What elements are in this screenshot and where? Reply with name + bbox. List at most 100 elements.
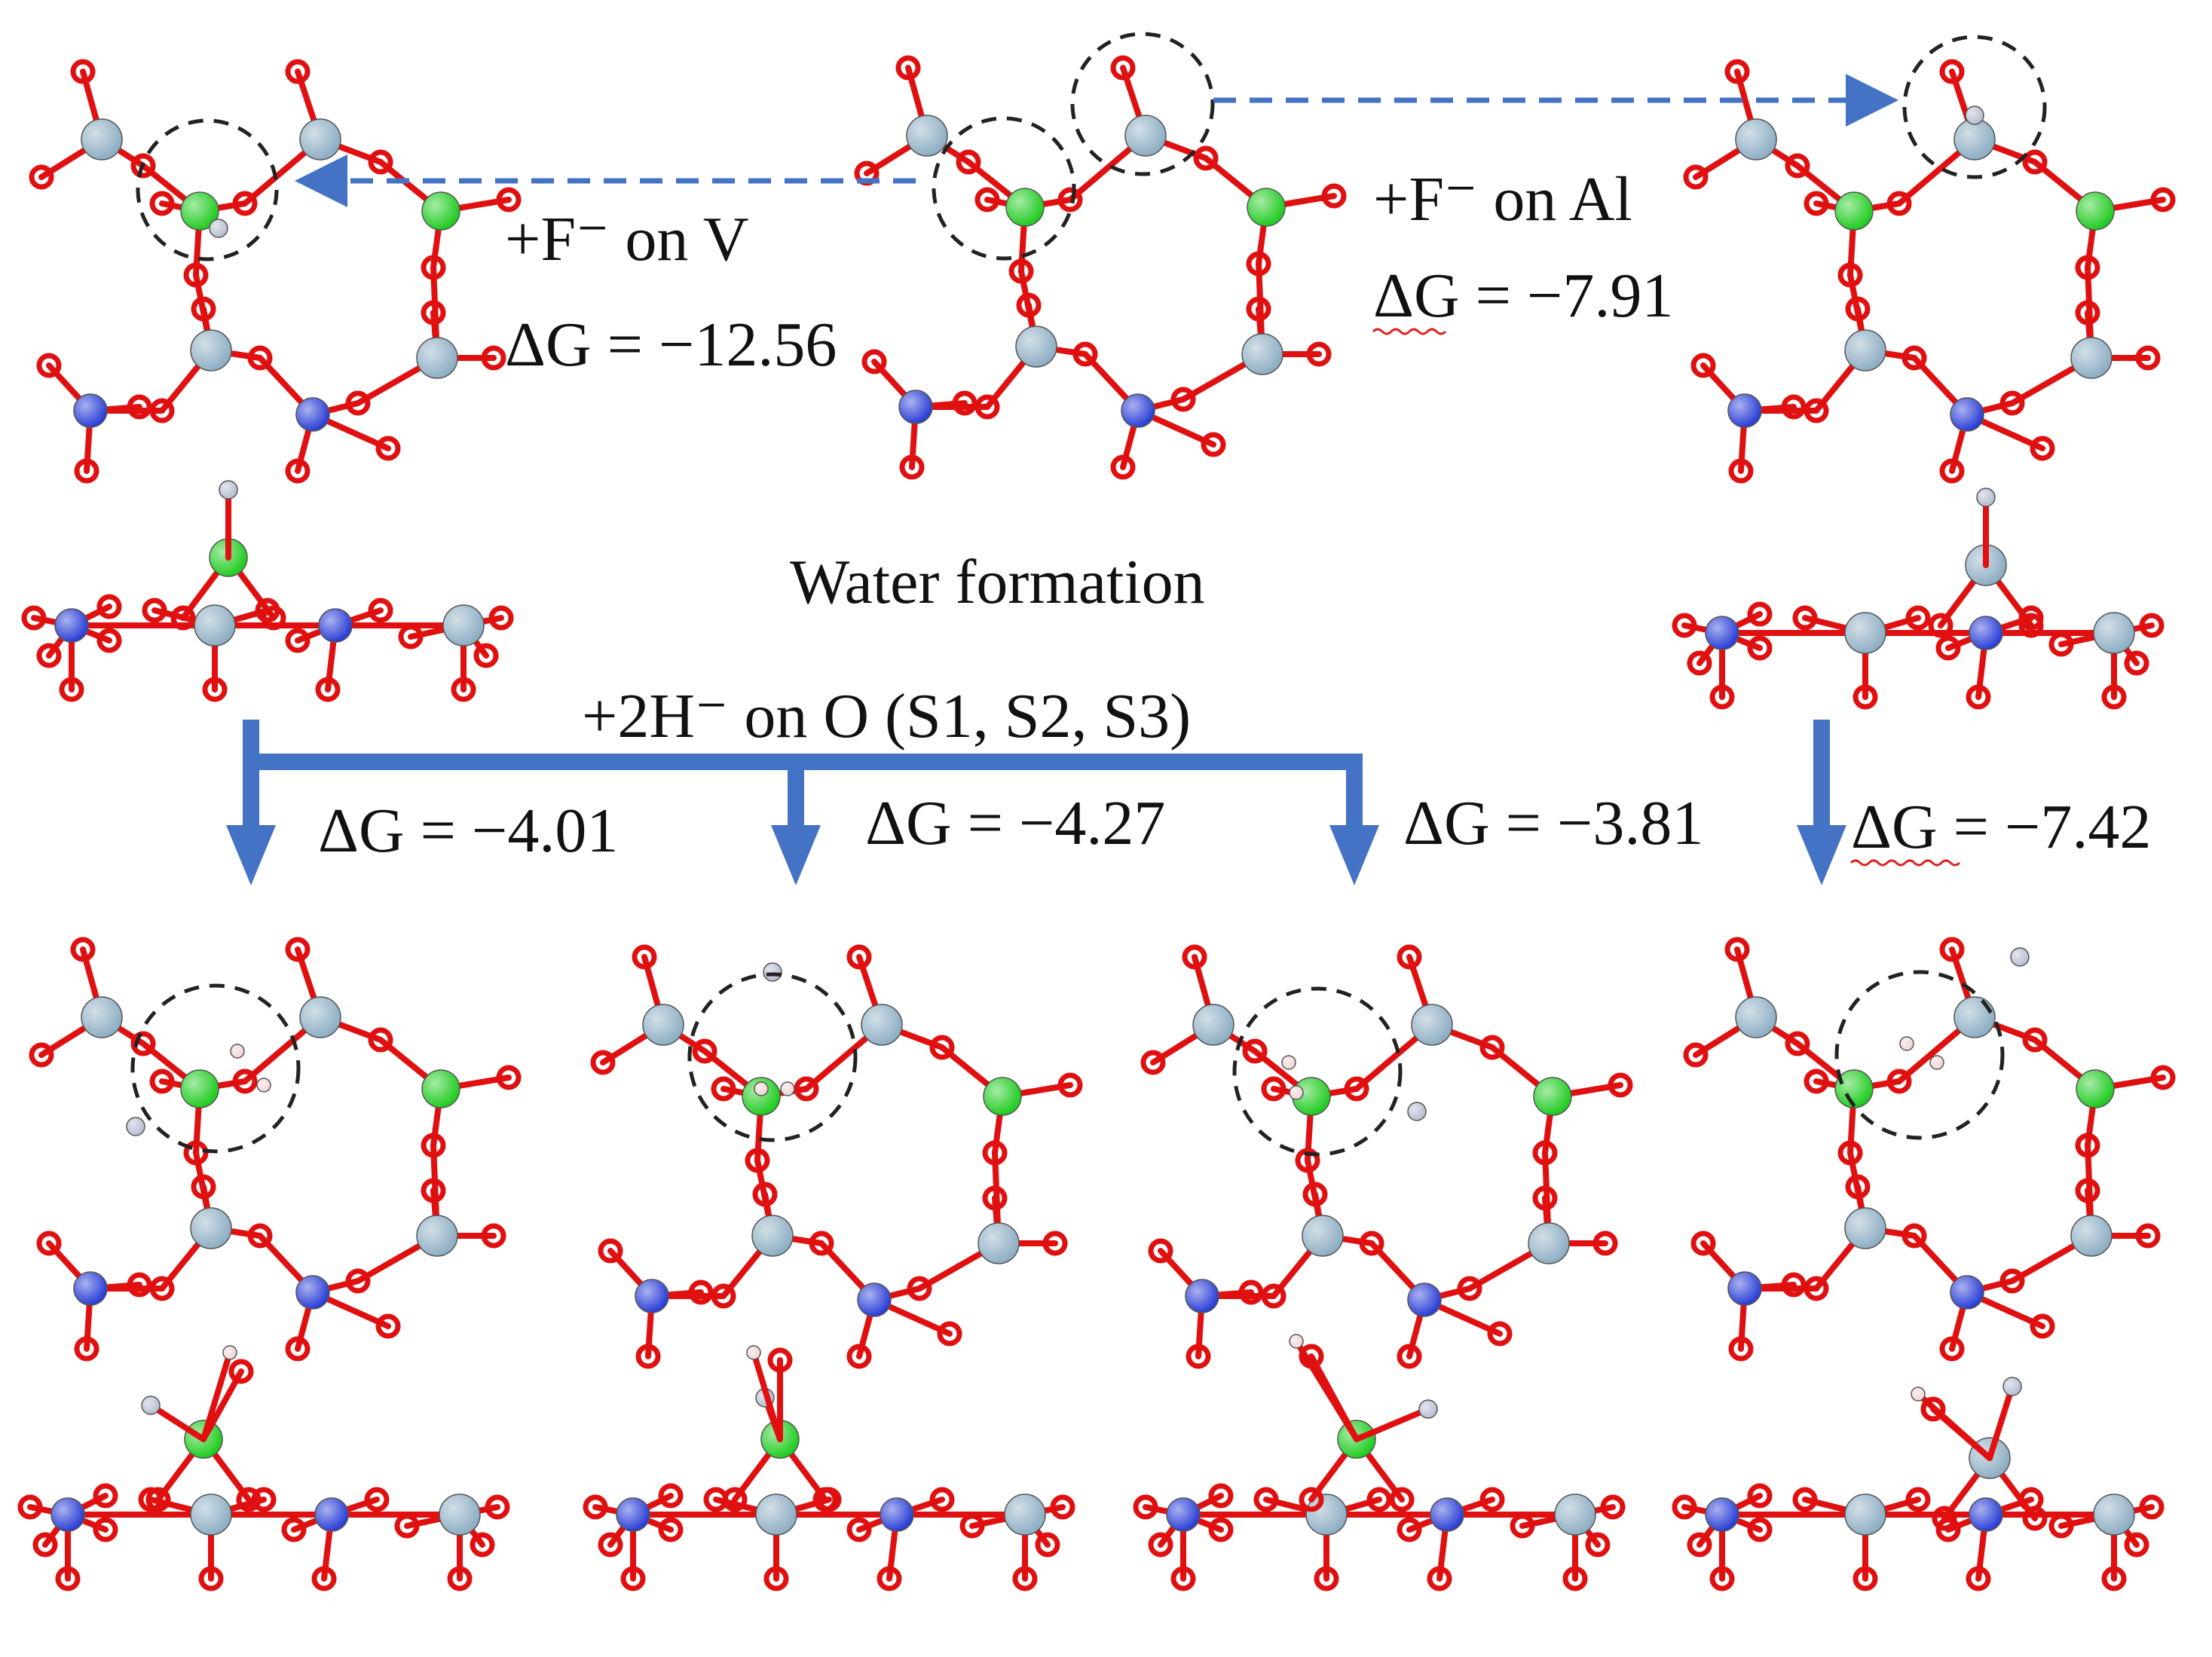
oxygen-atom [1238,1279,1264,1305]
aluminum-atom [299,118,341,161]
oxygen-atom [745,1148,770,1173]
oxygen-atom [17,1494,43,1520]
oxygen-atom [1939,1336,1965,1362]
oxygen-atom [1208,1483,1234,1509]
aluminum-atom [1241,333,1283,375]
bond [1293,1338,1360,1442]
aluminum-atom [299,996,341,1038]
vanadium-atom [1834,1069,1874,1108]
vanadium-atom [742,1077,781,1116]
oxygen-atom [620,1566,646,1591]
oxygen-atom [598,1238,623,1264]
oxygen-atom [899,454,925,480]
label-dg-al-water: ΔG = −7.42 [1851,792,2151,862]
aluminum-atom [439,1493,481,1536]
oxygen-atom [2048,631,2074,657]
bond [1987,1383,2015,1461]
oxygen-atom [311,1566,337,1591]
aluminum-atom [1953,996,1996,1038]
oxygen-atom [261,605,286,631]
phosphorus-atom [857,1282,892,1317]
phosphorus-atom [73,1271,108,1306]
arrowhead-s3 [1329,825,1379,885]
oxygen-atom [1728,458,1754,484]
phosphorus-atom [880,1497,914,1532]
oxygen-atom [74,458,99,484]
oxygen-atom [481,1223,506,1249]
oxygen-atom [1901,345,1927,371]
oxygen-atom [583,1494,608,1520]
oxygen-atom [93,1517,118,1542]
fluorine-atom [763,962,782,982]
bond [751,1350,783,1442]
oxygen-atom [1321,183,1347,209]
phosphorus-atom [1969,1497,2003,1532]
al-site-circle-center [1070,32,1215,176]
oxygen-atom [1939,458,1965,484]
vanadium-atom [2076,1069,2115,1108]
phosphorus-atom [635,1279,669,1313]
oxygen-atom [907,1276,932,1301]
top-arrows [295,74,1898,207]
hydrogen-atom [1929,1055,1944,1070]
oxygen-atom [1186,1344,1211,1369]
oxygen-atom [1359,1231,1384,1256]
oxygen-atom [1532,1140,1558,1166]
oxygen-atom [2135,1223,2161,1249]
top-view-structure [29,937,522,1362]
fluorine-atom [1418,1399,1438,1419]
aluminum-atom [1735,118,1777,161]
label-f-on-v: +F⁻ on V [505,204,749,274]
oxygen-atom [1253,1487,1279,1512]
oxygen-atom [1804,398,1829,423]
oxygen-atom [1479,1487,1505,1512]
oxygen-atom [1302,1182,1328,1207]
phosphorus-atom [295,397,330,432]
aluminum-atom [642,1004,684,1046]
oxygen-atom [1928,613,1953,638]
oxygen-atom [170,605,196,631]
oxygen-atom [1397,1517,1422,1542]
hydrogen-atom [746,1345,761,1360]
oxygen-atom [375,436,401,461]
v-site-circle-left [136,118,279,261]
oxygen-atom [711,1283,736,1309]
oxygen-atom [36,353,62,378]
phosphorus-atom [1969,616,2003,650]
oxygen-atom [1709,684,1735,710]
oxygen-atom [1608,1072,1633,1098]
oxygen-atom [345,390,371,416]
hydrogen-atom [1899,1036,1914,1051]
fluorine-atom [1965,105,1984,125]
oxygen-atom [2018,613,2044,638]
oxygen-atom [1792,1487,1818,1512]
side-view-structure [1133,1334,1626,1591]
vanadium-atom [1247,188,1286,227]
oxygen-atom [974,394,1000,420]
oxygen-atom [711,1076,736,1102]
oxygen-atom [488,605,514,631]
oxygen-atom [451,677,476,702]
hydrogen-atom [1289,1085,1304,1100]
oxygen-atom [952,390,978,416]
phosphorus-atom [54,608,89,643]
oxygen-atom [1397,944,1422,970]
oxygen-atom [763,1566,789,1591]
phosphorus-atom [50,1497,85,1532]
hydrogen-atom [1911,1386,1926,1402]
oxygen-atom [937,1321,962,1347]
vanadium-atom [1533,1077,1572,1116]
oxygen-atom [877,1566,902,1591]
oxygen-atom [1427,1566,1452,1591]
oxygen-atom [251,1487,277,1512]
oxygen-atom [1261,1076,1287,1102]
phosphorus-atom [1727,393,1762,428]
oxygen-atom [1170,387,1196,412]
oxygen-atom [1932,1506,1957,1531]
label-dg-s2: ΔG = −4.27 [865,788,1165,858]
aluminum-atom [2070,1215,2113,1257]
oxygen-atom [929,1487,955,1512]
fluorine-atom [2002,1377,2022,1396]
phosphorus-atom [898,390,933,424]
oxygen-atom [1306,341,1332,367]
